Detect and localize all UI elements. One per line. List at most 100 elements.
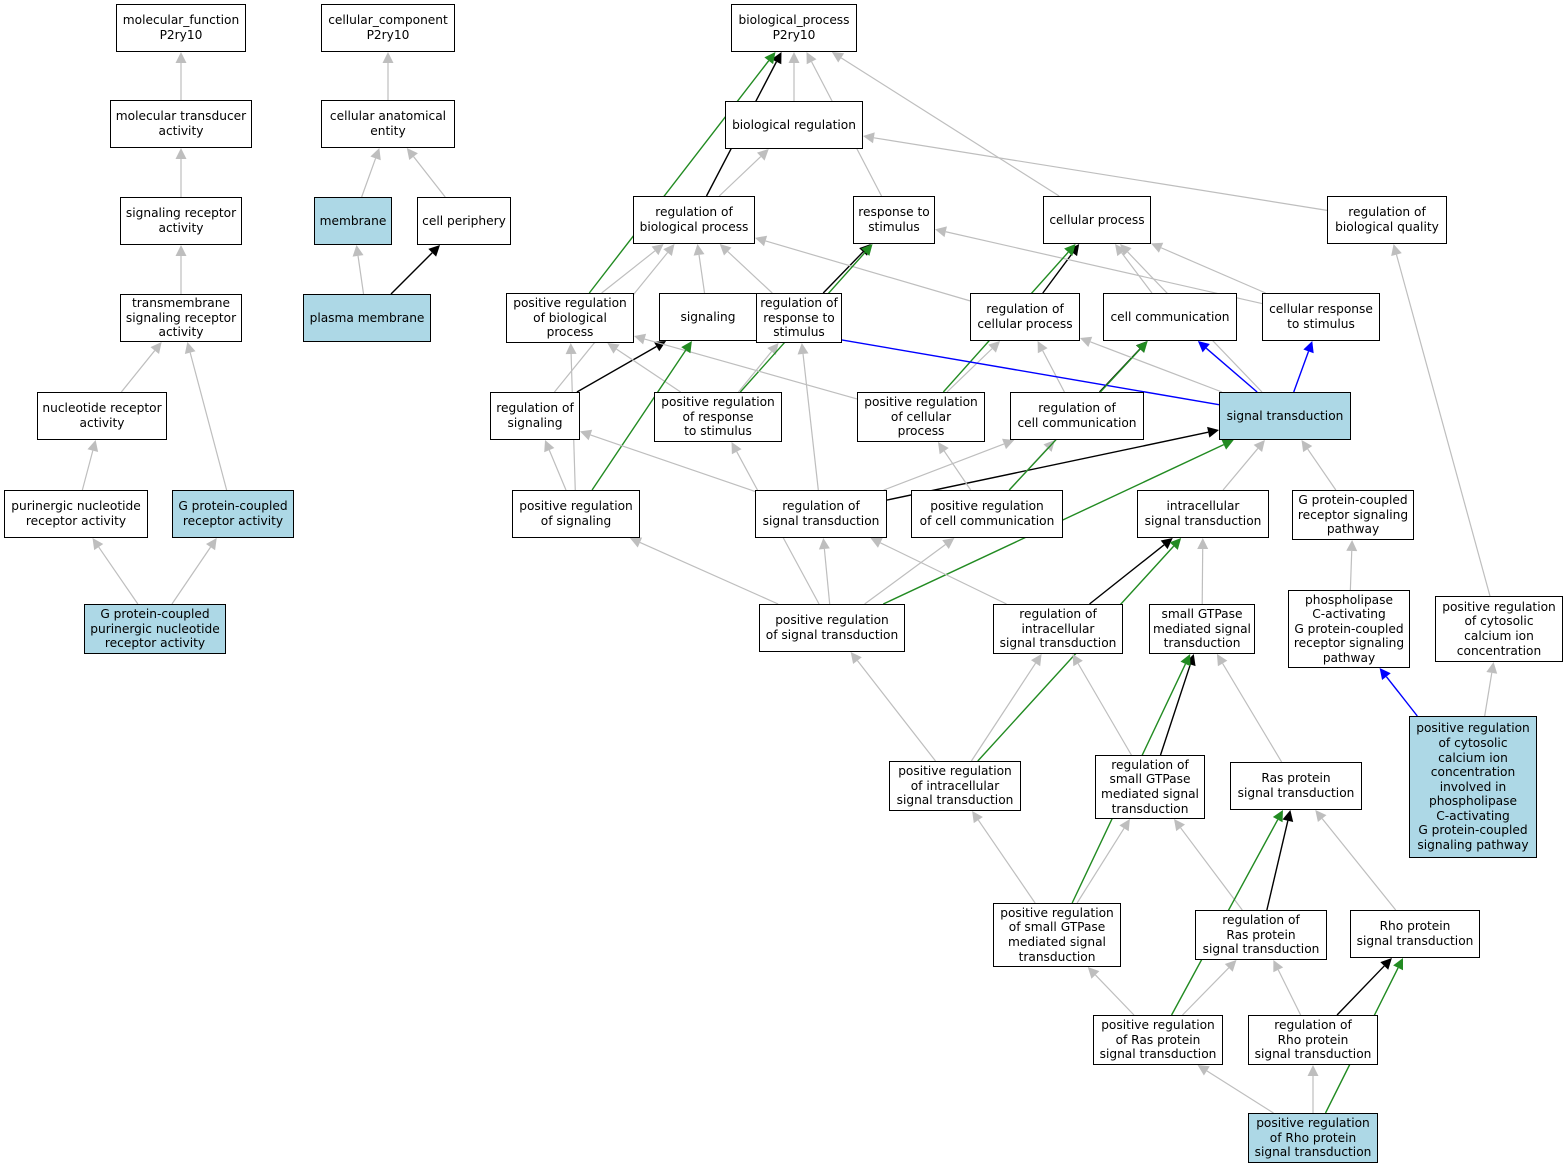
edge-is-a bbox=[943, 450, 972, 491]
go-term-node: molecular transducer activity bbox=[110, 100, 252, 148]
go-term-node: positive regulation of intracellular sig… bbox=[889, 761, 1021, 811]
go-term-node: G protein-coupled receptor activity bbox=[172, 490, 294, 538]
go-term-node: positive regulation of cellular process bbox=[857, 392, 985, 442]
edge-arrowhead bbox=[1221, 439, 1234, 450]
edge-arrowhead bbox=[352, 245, 364, 257]
edge-arrowhead bbox=[1169, 538, 1182, 550]
edge-arrowhead bbox=[731, 442, 742, 455]
edge-arrowhead bbox=[1087, 967, 1100, 979]
edge-is-a bbox=[413, 156, 446, 198]
edge-is-a bbox=[1077, 663, 1132, 756]
edge-part-of bbox=[1042, 252, 1074, 294]
edge-arrowhead bbox=[1315, 810, 1327, 823]
go-term-node: positive regulation of signal transducti… bbox=[759, 604, 905, 652]
go-term-node: signaling receptor activity bbox=[120, 197, 242, 245]
edge-arrowhead bbox=[1379, 668, 1391, 681]
go-term-node: regulation of biological process bbox=[633, 196, 755, 244]
edge-arrowhead bbox=[428, 245, 440, 257]
go-term-node: regulation of response to stimulus bbox=[756, 293, 842, 343]
edge-regulates bbox=[1385, 676, 1418, 717]
edge-arrowhead bbox=[938, 442, 949, 455]
edge-arrowhead bbox=[831, 52, 845, 63]
edge-arrowhead bbox=[863, 132, 875, 144]
edge-part-of bbox=[1266, 820, 1289, 911]
edge-arrowhead bbox=[818, 538, 830, 550]
go-term-node: cellular anatomical entity bbox=[321, 100, 455, 148]
edge-is-a bbox=[765, 240, 971, 302]
edge-part-of bbox=[1336, 965, 1385, 1016]
edge-is-a bbox=[189, 352, 228, 491]
edge-is-a bbox=[977, 819, 1036, 904]
edge-arrowhead bbox=[870, 537, 883, 548]
edge-arrowhead bbox=[681, 341, 692, 354]
edge-is-a bbox=[1121, 252, 1153, 294]
edge-arrowhead bbox=[788, 52, 800, 63]
go-term-node: positive regulation of signaling bbox=[512, 490, 640, 538]
edge-part-of bbox=[822, 251, 864, 294]
go-term-node: Rho protein signal transduction bbox=[1350, 910, 1480, 958]
edge-arrowhead bbox=[175, 148, 187, 159]
go-term-node: positive regulation of cytosolic calcium… bbox=[1409, 716, 1537, 858]
edge-is-a bbox=[1395, 254, 1491, 597]
go-term-node: cell periphery bbox=[417, 197, 511, 245]
go-term-node: Ras protein signal transduction bbox=[1230, 762, 1362, 810]
edge-is-a bbox=[1222, 448, 1259, 491]
edge-arrowhead bbox=[653, 341, 667, 352]
edge-is-a bbox=[120, 350, 156, 393]
edge-arrowhead bbox=[972, 811, 983, 824]
edge-arrowhead bbox=[1393, 958, 1403, 971]
edge-is-a bbox=[802, 353, 819, 491]
edge-arrowhead bbox=[1064, 244, 1076, 256]
edge-is-a bbox=[840, 57, 1060, 197]
edge-arrowhead bbox=[693, 244, 705, 256]
edge-is-a bbox=[1277, 969, 1302, 1016]
edge-arrowhead bbox=[150, 342, 162, 355]
edge-is-a bbox=[970, 662, 1037, 762]
edge-positively-regulates bbox=[588, 60, 770, 294]
go-term-node: nucleotide receptor activity bbox=[37, 392, 167, 440]
edge-arrowhead bbox=[1301, 440, 1313, 453]
edge-part-of bbox=[390, 252, 433, 295]
edge-is-a bbox=[98, 546, 139, 605]
go-term-node: molecular_function P2ry10 bbox=[116, 4, 246, 52]
edge-is-a bbox=[1307, 448, 1337, 491]
go-term-node: positive regulation of cell communicatio… bbox=[911, 490, 1063, 538]
edge-arrowhead bbox=[806, 52, 817, 65]
edge-arrowhead bbox=[175, 52, 187, 63]
edge-arrowhead bbox=[1115, 244, 1127, 257]
go-term-node: G protein-coupled receptor signaling pat… bbox=[1292, 490, 1414, 540]
edge-positively-regulates bbox=[591, 349, 687, 491]
go-term-node: response to stimulus bbox=[853, 196, 935, 244]
edge-arrowhead bbox=[382, 52, 394, 63]
edge-arrowhead bbox=[1119, 819, 1130, 832]
edge-arrowhead bbox=[764, 52, 776, 65]
edge-is-a bbox=[548, 449, 567, 491]
edge-is-a bbox=[644, 338, 858, 400]
edge-is-a bbox=[601, 250, 656, 294]
edge-arrowhead bbox=[1346, 540, 1358, 552]
edge-arrowhead bbox=[370, 148, 381, 161]
edge-arrowhead bbox=[1282, 810, 1294, 822]
go-term-node: biological_process P2ry10 bbox=[731, 4, 857, 52]
edge-part-of bbox=[1089, 544, 1165, 605]
go-term-node: regulation of small GTPase mediated sign… bbox=[1095, 755, 1205, 819]
edge-arrowhead bbox=[607, 343, 620, 354]
edge-regulates bbox=[1293, 351, 1310, 393]
edge-is-a bbox=[945, 231, 1263, 305]
edge-is-a bbox=[171, 546, 212, 605]
go-term-node: intracellular signal transduction bbox=[1137, 490, 1269, 538]
edge-is-a bbox=[737, 351, 773, 393]
go-term-node: transmembrane signaling receptor activit… bbox=[120, 294, 242, 342]
edge-arrowhead bbox=[767, 343, 779, 355]
edge-arrowhead bbox=[850, 652, 862, 665]
edge-arrowhead bbox=[1030, 654, 1042, 667]
go-term-node: positive regulation of biological proces… bbox=[506, 293, 634, 343]
go-term-node: positive regulation of cytosolic calcium… bbox=[1435, 596, 1563, 662]
edge-is-a bbox=[873, 137, 1328, 211]
edge-arrowhead bbox=[755, 235, 768, 247]
edge-arrowhead bbox=[1197, 538, 1209, 550]
go-term-node: regulation of signal transduction bbox=[755, 490, 887, 538]
go-term-node: phospholipase C-activating G protein-cou… bbox=[1288, 590, 1410, 668]
edge-arrowhead bbox=[1486, 662, 1498, 674]
